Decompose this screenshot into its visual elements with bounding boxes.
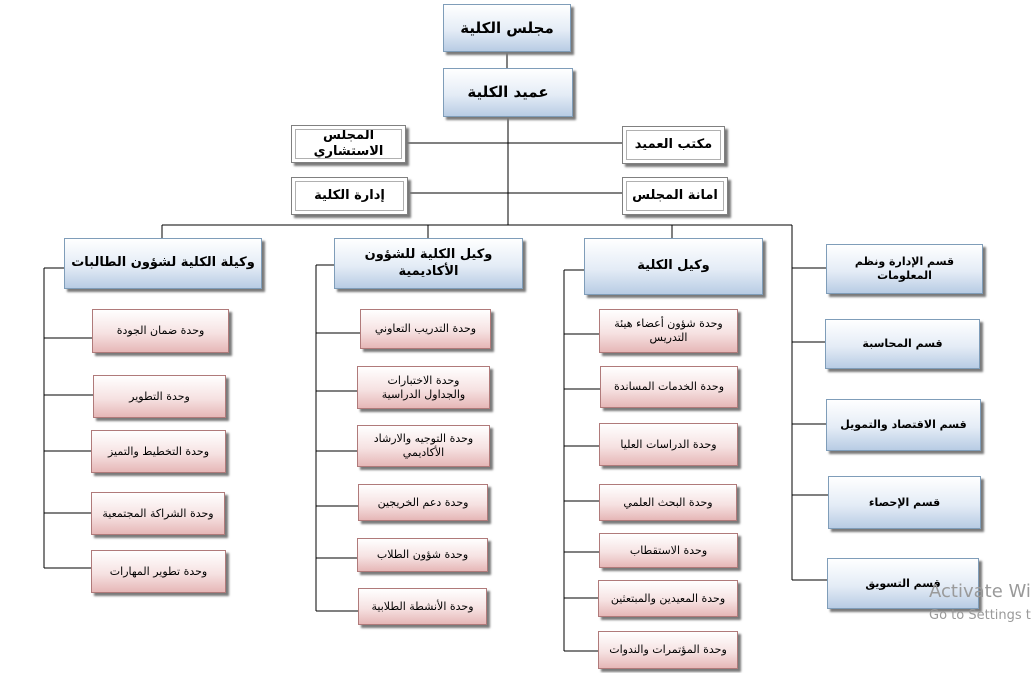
unit-node: وحدة شؤون الطلاب [357,538,488,572]
unit-node: وحدة الشراكة المجتمعية [91,492,225,535]
department-node: قسم الإحصاء [828,476,981,529]
unit-node: وحدة الاستقطاب [599,533,738,568]
college-council-node: مجلس الكلية [443,4,571,52]
college-admin-node: إدارة الكلية [291,177,408,215]
unit-node: وحدة ضمان الجودة [92,309,229,353]
vice-dean-node: وكيل الكلية [584,238,763,295]
dean-node: عميد الكلية [443,68,573,117]
unit-node: وحدة التخطيط والتميز [91,430,226,473]
unit-node: وحدة دعم الخريجين [358,484,488,521]
department-node: قسم الإدارة ونظم المعلومات [826,244,983,294]
unit-node: وحدة البحث العلمي [599,484,737,521]
dean-office-node: مكتب العميد [622,126,725,164]
academic-vice-dean-node: وكيل الكلية للشؤون الأكاديمية [334,238,523,289]
advisory-council-node: المجلس الاستشاري [291,125,406,163]
unit-node: وحدة الاختبارات والجداول الدراسية [357,366,490,409]
activation-watermark-subtitle: Go to Settings t [929,608,1031,623]
department-node: قسم الاقتصاد والتمويل [826,399,981,451]
unit-node: وحدة شؤون أعضاء هيئة التدريس [599,309,738,353]
unit-node: وحدة الأنشطة الطلابية [358,588,487,625]
unit-node: وحدة التوجيه والارشاد الأكاديمي [357,425,490,467]
department-node: قسم المحاسبة [825,319,980,369]
unit-node: وحدة المعيدين والمبتعثين [598,580,738,617]
female-affairs-vice-dean-node: وكيلة الكلية لشؤون الطالبات [64,238,262,289]
department-node: قسم التسويق [827,558,979,609]
unit-node: وحدة التدريب التعاوني [360,309,491,349]
unit-node: وحدة التطوير [93,375,226,418]
unit-node: وحدة الخدمات المساندة [600,366,738,408]
unit-node: وحدة تطوير المهارات [91,550,226,593]
council-secretariat-node: امانة المجلس [622,177,728,215]
unit-node: وحدة الدراسات العليا [599,423,738,466]
unit-node: وحدة المؤتمرات والندوات [598,631,738,669]
activation-watermark-title: Activate Wi [929,581,1031,602]
